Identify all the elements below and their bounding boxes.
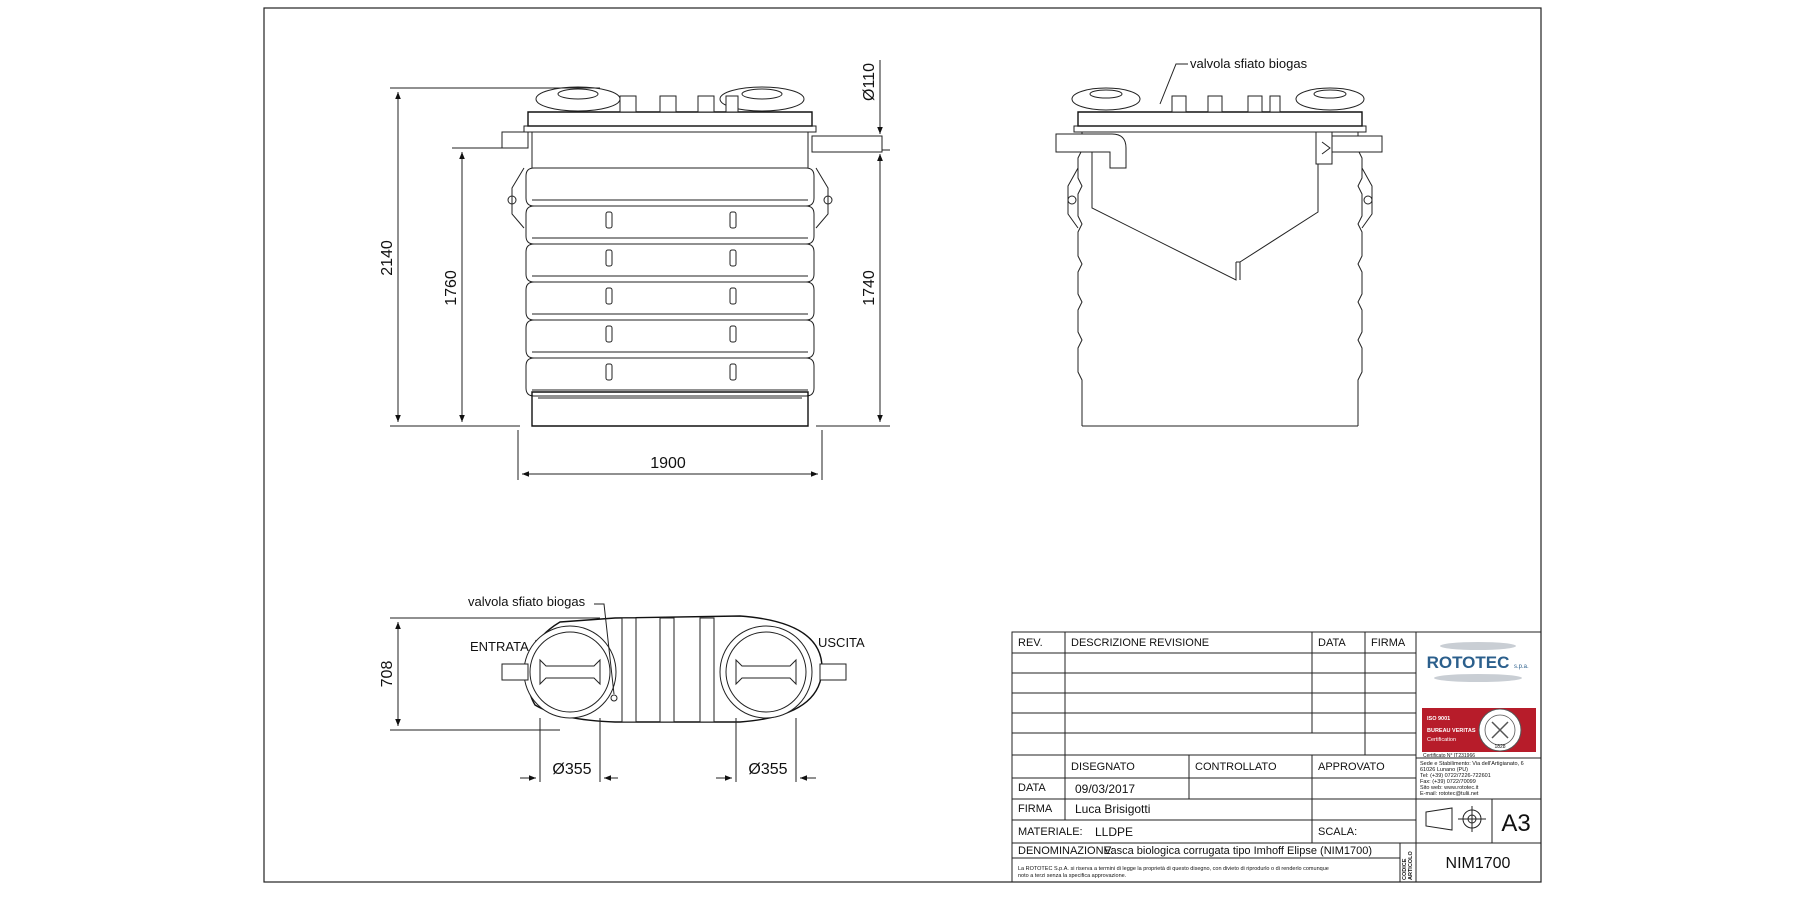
tank-rib-notch [729, 325, 737, 343]
side-view [1055, 63, 1383, 427]
top-vent-label: valvola sfiato biogas [468, 594, 586, 609]
top-dimensions [390, 617, 816, 782]
tank-rib-notch [605, 287, 613, 305]
tank-rib-notch [729, 287, 737, 305]
company-address-3: Tel: (+39) 0722/7226-722601 [1420, 773, 1491, 779]
tb-desc-rev-header: DESCRIZIONE REVISIONE [1071, 637, 1209, 649]
tb-data-value: 09/03/2017 [1075, 782, 1135, 796]
tb-disclaimer-line1: La ROTOTEC S.p.A. si riserva a termini d… [1018, 866, 1329, 872]
side-vent-label: valvola sfiato biogas [1190, 56, 1308, 71]
tank-rib-notch [605, 211, 613, 229]
tank-rib-notch [605, 363, 613, 381]
tb-firma-header: FIRMA [1371, 637, 1406, 649]
cert-number: Certificato N° IT231966 [1423, 753, 1475, 759]
cert-iso: ISO 9001 [1427, 716, 1450, 722]
tank-rib-notch [729, 363, 737, 381]
company-address-5: Sito web: www.rototec.it [1420, 785, 1479, 791]
sheet-border [263, 7, 1542, 883]
tb-disclaimer-line2: noto a terzi senza la specifica approvaz… [1018, 873, 1127, 879]
tb-codice-label-2: ARTICOLO [1408, 851, 1414, 880]
company-address-1: Sede e Stabilimento: Via dell'Artigianat… [1420, 761, 1524, 767]
tb-data-header: DATA [1318, 637, 1346, 649]
dim-width: 1900 [650, 455, 686, 472]
cert-body: BUREAU VERITAS [1427, 728, 1476, 734]
tb-denominazione-value: Vasca biologica corrugata tipo Imhoff El… [1104, 845, 1372, 857]
tb-firma-label: FIRMA [1018, 803, 1053, 815]
tb-firma-value: Luca Brisigotti [1075, 802, 1150, 816]
front-view [501, 86, 883, 427]
dim-manhole-left: Ø355 [552, 761, 591, 778]
tank-rib-notch [729, 211, 737, 229]
dim-total-height: 2140 [379, 240, 396, 276]
tb-denominazione-label: DENOMINAZIONE: [1018, 845, 1114, 857]
company-address-2: 61026 Lunano (PU) [1420, 767, 1468, 773]
tb-codice-label-1: CODICE [1402, 858, 1408, 880]
dim-inlet-height: 1760 [443, 270, 460, 306]
front-dimensions [390, 60, 890, 480]
cert-seal-year: 1828 [1494, 744, 1505, 750]
company-logo-text: ROTOTEC [1427, 653, 1510, 672]
outlet-label: USCITA [818, 635, 865, 650]
tb-approvato-label: APPROVATO [1318, 761, 1385, 773]
dim-pipe-diameter: Ø110 [861, 63, 878, 101]
tb-disegnato-label: DISEGNATO [1071, 761, 1135, 773]
company-logo-suffix: s.p.a. [1514, 664, 1529, 670]
dim-outlet-height: 1740 [861, 270, 878, 306]
cert-sub: Certification [1427, 737, 1456, 743]
tb-data-label: DATA [1018, 782, 1046, 794]
company-address-4: Fax: (+39) 0722/70099 [1420, 779, 1476, 785]
title-block [1011, 631, 1542, 883]
inlet-label: ENTRATA [470, 639, 529, 654]
tb-controllato-label: CONTROLLATO [1195, 761, 1277, 773]
top-view [501, 603, 847, 723]
tb-codice-value: NIM1700 [1446, 855, 1511, 872]
tb-format: A3 [1501, 810, 1530, 837]
tank-rib-notch [605, 249, 613, 267]
tank-rib-notch [729, 249, 737, 267]
company-logo [1434, 642, 1522, 682]
company-address-6: E-mail: rototec@tulii.net [1420, 791, 1479, 797]
tb-materiale-label: MATERIALE: [1018, 826, 1083, 838]
dim-manhole-right: Ø355 [748, 761, 787, 778]
tank-corrugation-ring [525, 357, 815, 397]
dim-depth: 708 [379, 661, 396, 688]
tb-scala-label: SCALA: [1318, 826, 1357, 838]
certification-badge [1422, 708, 1536, 752]
tb-materiale-value: LLDPE [1095, 825, 1133, 839]
tank-rib-notch [605, 325, 613, 343]
tb-rev-header: REV. [1018, 637, 1043, 649]
